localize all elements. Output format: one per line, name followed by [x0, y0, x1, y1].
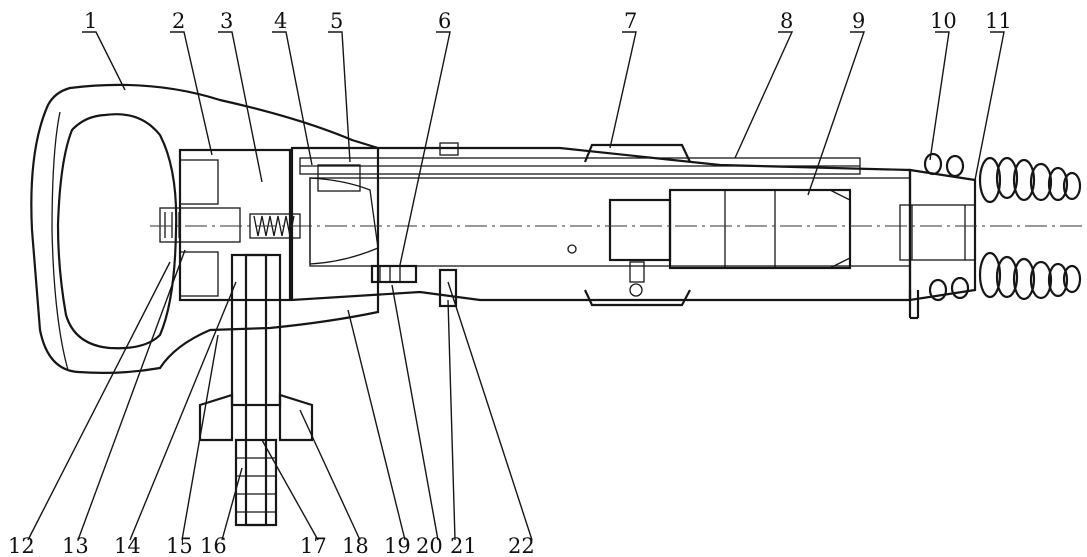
part-number-17: 17 — [300, 534, 327, 557]
part-number-12: 12 — [8, 534, 35, 557]
part-number-10: 10 — [930, 9, 957, 33]
part-number-18: 18 — [342, 534, 369, 557]
barrel — [290, 146, 912, 302]
part-number-7: 7 — [624, 9, 637, 33]
air-inlet-fitting — [198, 253, 314, 527]
part-number-5: 5 — [330, 9, 343, 33]
part-number-15: 15 — [166, 534, 193, 557]
part-number-4: 4 — [274, 9, 287, 33]
barrel-clamp — [583, 143, 691, 307]
part-number-21: 21 — [450, 534, 477, 557]
part-number-20: 20 — [416, 534, 443, 557]
part-number-11: 11 — [985, 9, 1012, 33]
valve-block — [159, 148, 301, 302]
part-number-19: 19 — [384, 534, 411, 557]
handle-body — [30, 83, 380, 374]
part-number-22: 22 — [508, 534, 535, 557]
part-number-14: 14 — [114, 534, 141, 557]
retaining-spring — [923, 152, 1082, 302]
part-number-16: 16 — [200, 534, 227, 557]
part-numbers-top: 1 2 3 4 5 6 7 8 9 10 11 — [84, 9, 1012, 33]
leader-lines — [27, 31, 1005, 541]
part-numbers-bottom: 12 13 14 15 16 17 18 19 20 21 22 — [8, 534, 535, 557]
part-number-13: 13 — [62, 534, 89, 557]
part-number-2: 2 — [172, 9, 185, 33]
piston — [567, 188, 852, 270]
part-number-1: 1 — [84, 9, 97, 33]
latch-parts — [370, 142, 459, 308]
part-number-9: 9 — [852, 9, 865, 33]
part-number-3: 3 — [220, 9, 233, 33]
part-number-6: 6 — [438, 9, 451, 33]
part-number-8: 8 — [780, 9, 793, 33]
